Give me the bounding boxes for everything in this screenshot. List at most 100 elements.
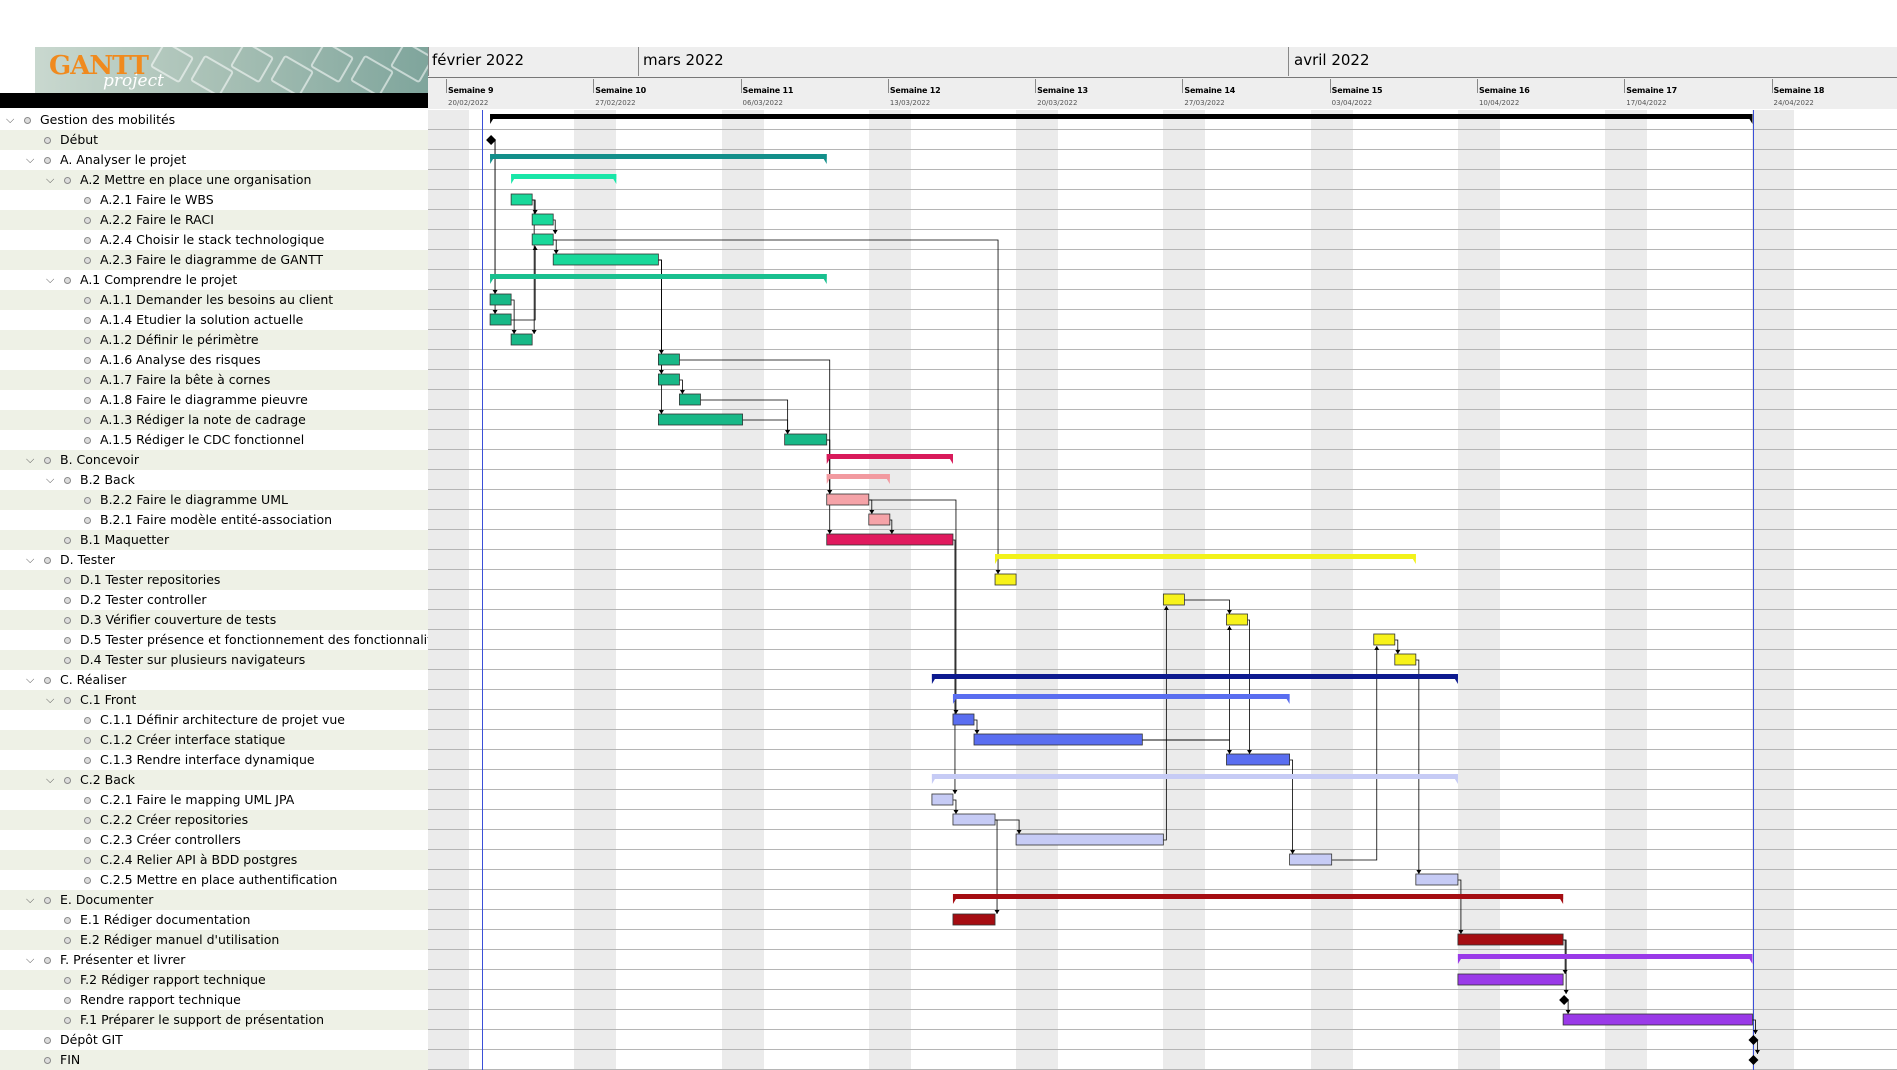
task-row[interactable]: ⌵A. Analyser le projet	[0, 150, 428, 170]
task-bar[interactable]	[1289, 853, 1333, 866]
chevron-down-icon[interactable]: ⌵	[46, 173, 55, 186]
task-row[interactable]: C.2.3 Créer controllers	[0, 830, 428, 850]
task-row[interactable]: C.2.4 Relier API à BDD postgres	[0, 850, 428, 870]
task-row[interactable]: D.3 Vérifier couverture de tests	[0, 610, 428, 630]
summary-bar[interactable]	[490, 274, 827, 279]
task-row[interactable]: B.1 Maquetter	[0, 530, 428, 550]
task-row[interactable]: ⌵A.2 Mettre en place une organisation	[0, 170, 428, 190]
summary-bar[interactable]	[490, 154, 827, 159]
summary-bar[interactable]	[952, 694, 1290, 699]
chevron-down-icon[interactable]: ⌵	[26, 553, 35, 566]
task-bar[interactable]	[994, 573, 1017, 586]
task-row[interactable]: A.1.4 Etudier la solution actuelle	[0, 310, 428, 330]
task-row[interactable]: F.2 Rédiger rapport technique	[0, 970, 428, 990]
chevron-down-icon[interactable]: ⌵	[46, 273, 55, 286]
task-bar[interactable]	[510, 333, 533, 346]
task-bar[interactable]	[657, 413, 743, 426]
task-bar[interactable]	[1394, 653, 1417, 666]
task-bar[interactable]	[657, 373, 680, 386]
task-bar[interactable]	[531, 233, 554, 246]
task-row[interactable]: Début	[0, 130, 428, 150]
task-row[interactable]: A.2.2 Faire le RACI	[0, 210, 428, 230]
summary-bar[interactable]	[931, 674, 1458, 679]
task-bar[interactable]	[952, 913, 996, 926]
task-row[interactable]: A.1.7 Faire la bête à cornes	[0, 370, 428, 390]
task-row[interactable]: ⌵C.2 Back	[0, 770, 428, 790]
task-row[interactable]: F.1 Préparer le support de présentation	[0, 1010, 428, 1030]
milestone-diamond[interactable]	[486, 135, 497, 145]
task-bar[interactable]	[931, 793, 954, 806]
summary-bar[interactable]	[511, 174, 617, 179]
task-row[interactable]: A.2.3 Faire le diagramme de GANTT	[0, 250, 428, 270]
task-row[interactable]: D.4 Tester sur plusieurs navigateurs	[0, 650, 428, 670]
summary-bar[interactable]	[952, 894, 1564, 899]
task-bar[interactable]	[1457, 933, 1564, 946]
task-row[interactable]: Rendre rapport technique	[0, 990, 428, 1010]
chevron-down-icon[interactable]: ⌵	[46, 473, 55, 486]
task-bar[interactable]	[826, 493, 870, 506]
task-bar[interactable]	[952, 813, 996, 826]
task-row[interactable]: A.1.6 Analyse des risques	[0, 350, 428, 370]
task-row[interactable]: ⌵C.1 Front	[0, 690, 428, 710]
chevron-down-icon[interactable]: ⌵	[26, 153, 35, 166]
task-bar[interactable]	[1226, 753, 1290, 766]
task-bar[interactable]	[489, 293, 512, 306]
task-bar[interactable]	[489, 313, 512, 326]
summary-bar[interactable]	[995, 554, 1416, 559]
task-bar[interactable]	[510, 193, 533, 206]
task-bar[interactable]	[679, 393, 701, 406]
task-row[interactable]: ⌵D. Tester	[0, 550, 428, 570]
chart-body[interactable]	[428, 110, 1897, 1070]
task-bar[interactable]	[973, 733, 1143, 746]
task-row[interactable]: D.5 Tester présence et fonctionnement de…	[0, 630, 446, 650]
chevron-down-icon[interactable]: ⌵	[6, 113, 15, 126]
chevron-down-icon[interactable]: ⌵	[46, 773, 55, 786]
task-row[interactable]: ⌵F. Présenter et livrer	[0, 950, 428, 970]
task-row[interactable]: ⌵Gestion des mobilités	[0, 110, 428, 130]
summary-bar[interactable]	[826, 474, 890, 479]
chevron-down-icon[interactable]: ⌵	[46, 693, 55, 706]
summary-bar[interactable]	[490, 114, 1753, 119]
task-row[interactable]: ⌵B.2 Back	[0, 470, 428, 490]
milestone-diamond[interactable]	[1748, 1035, 1759, 1045]
task-row[interactable]: C.2.2 Créer repositories	[0, 810, 428, 830]
task-bar[interactable]	[1562, 1013, 1753, 1026]
task-row[interactable]: C.1.3 Rendre interface dynamique	[0, 750, 428, 770]
summary-bar[interactable]	[931, 774, 1458, 779]
task-row[interactable]: ⌵B. Concevoir	[0, 450, 428, 470]
gantt-bars[interactable]	[428, 110, 1897, 1070]
task-bar[interactable]	[552, 253, 659, 266]
task-bar[interactable]	[826, 533, 954, 546]
task-bar[interactable]	[1373, 633, 1396, 646]
milestone-diamond[interactable]	[1748, 1055, 1759, 1065]
task-row[interactable]: A.2.1 Faire le WBS	[0, 190, 428, 210]
chevron-down-icon[interactable]: ⌵	[26, 893, 35, 906]
task-row[interactable]: C.2.1 Faire le mapping UML JPA	[0, 790, 428, 810]
task-row[interactable]: A.2.4 Choisir le stack technologique	[0, 230, 428, 250]
task-row[interactable]: D.1 Tester repositories	[0, 570, 428, 590]
task-row[interactable]: FIN	[0, 1050, 428, 1070]
task-row[interactable]: ⌵A.1 Comprendre le projet	[0, 270, 428, 290]
milestone-diamond[interactable]	[1559, 995, 1570, 1005]
task-bar[interactable]	[868, 513, 891, 526]
task-bar[interactable]	[1162, 593, 1185, 606]
task-row[interactable]: A.1.2 Définir le périmètre	[0, 330, 428, 350]
task-row[interactable]: C.2.5 Mettre en place authentification	[0, 870, 428, 890]
task-bar[interactable]	[1415, 873, 1459, 886]
task-row[interactable]: A.1.5 Rédiger le CDC fonctionnel	[0, 430, 428, 450]
task-row[interactable]: C.1.2 Créer interface statique	[0, 730, 428, 750]
task-row[interactable]: B.2.1 Faire modèle entité-association	[0, 510, 428, 530]
summary-bar[interactable]	[1457, 954, 1753, 959]
task-bar[interactable]	[1015, 833, 1164, 846]
task-row[interactable]: Dépôt GIT	[0, 1030, 428, 1050]
task-bar[interactable]	[531, 213, 554, 226]
task-row[interactable]: ⌵E. Documenter	[0, 890, 428, 910]
task-bar[interactable]	[1226, 613, 1248, 626]
task-row[interactable]: A.1.1 Demander les besoins au client	[0, 290, 428, 310]
chevron-down-icon[interactable]: ⌵	[26, 453, 35, 466]
task-bar[interactable]	[657, 353, 680, 366]
task-row[interactable]: E.2 Rédiger manuel d'utilisation	[0, 930, 428, 950]
task-bar[interactable]	[1457, 973, 1564, 986]
chevron-down-icon[interactable]: ⌵	[26, 953, 35, 966]
